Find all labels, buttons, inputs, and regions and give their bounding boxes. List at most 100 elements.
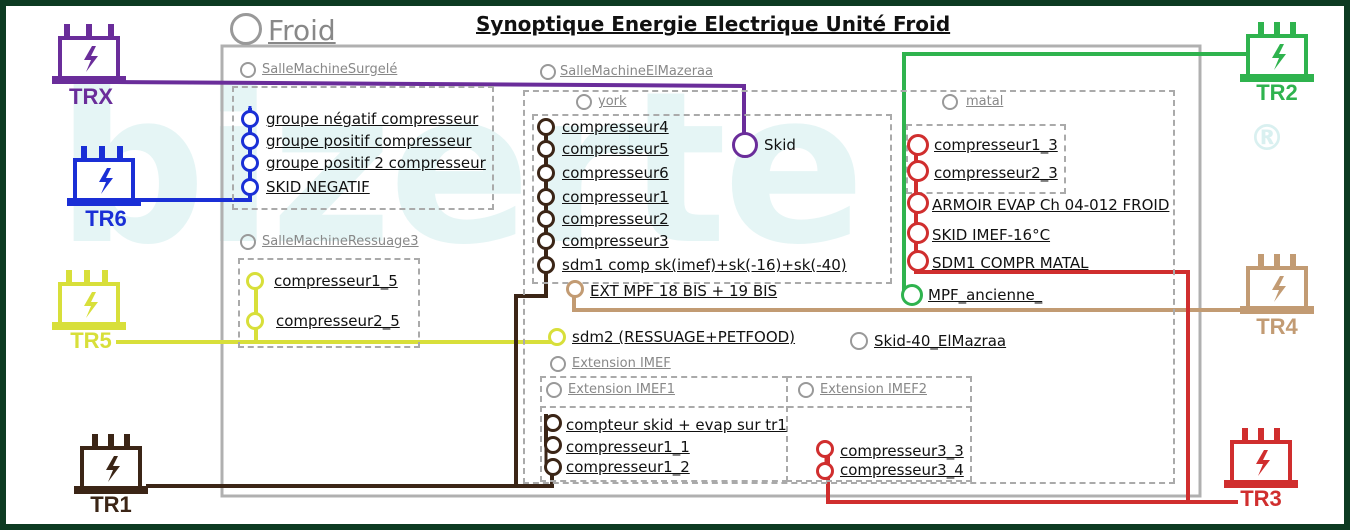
surgele-item[interactable]: groupe négatif compresseur xyxy=(266,110,479,128)
york-item[interactable]: compresseur3 xyxy=(562,232,669,250)
matal-label[interactable]: matal xyxy=(966,94,1004,109)
surgele-item[interactable]: SKID NEGATIF xyxy=(266,178,370,196)
york-item[interactable]: sdm1 comp sk(imef)+sk(-16)+sk(-40) xyxy=(562,256,847,274)
extension2-node[interactable] xyxy=(816,440,834,458)
york-node[interactable] xyxy=(537,232,555,250)
york-item[interactable]: compresseur4 xyxy=(562,118,669,136)
matal-node[interactable] xyxy=(907,250,929,272)
froid-status-icon[interactable] xyxy=(230,13,262,45)
extension1-label[interactable]: Extension IMEF1 xyxy=(568,382,675,397)
surgele-node[interactable] xyxy=(241,154,259,172)
matal-item[interactable]: compresseur2_3 xyxy=(934,164,1058,182)
tr5-transformer[interactable]: TR5 xyxy=(46,266,136,356)
skid40-label[interactable]: Skid-40_ElMazraa xyxy=(874,332,1007,350)
extension2-item[interactable]: compresseur3_3 xyxy=(840,442,964,460)
york-item[interactable]: compresseur1 xyxy=(562,188,669,206)
registered-mark: ® xyxy=(1249,118,1285,159)
york-node[interactable] xyxy=(537,164,555,182)
ressuage-box xyxy=(238,258,420,348)
extension2-node[interactable] xyxy=(816,462,834,480)
surgele-node[interactable] xyxy=(241,178,259,196)
matal-inner-box xyxy=(906,124,1066,194)
tr3-label: TR3 xyxy=(1240,486,1282,511)
surgele-node[interactable] xyxy=(241,132,259,150)
tr1-wire xyxy=(146,466,554,488)
york-node[interactable] xyxy=(537,140,555,158)
matal-status-icon[interactable] xyxy=(942,94,958,110)
tr4-transformer[interactable]: TR4 xyxy=(1232,252,1322,342)
york-node[interactable] xyxy=(537,118,555,136)
skid40-status-icon[interactable] xyxy=(850,332,868,350)
extension1-item[interactable]: compteur skid + evap sur tr1 xyxy=(566,416,787,434)
froid-root-label[interactable]: Froid xyxy=(268,14,336,47)
transformer-icon xyxy=(1224,428,1298,488)
surgele-status-icon[interactable] xyxy=(240,62,256,78)
extension2-box xyxy=(786,376,972,482)
extension-status-icon[interactable] xyxy=(550,356,566,372)
tr4-label: TR4 xyxy=(1256,314,1298,339)
sdm2-label[interactable]: sdm2 (RESSUAGE+PETFOOD) xyxy=(572,328,796,346)
ext-mpf-label[interactable]: EXT MPF 18 BIS + 19 BIS xyxy=(590,282,778,300)
mpf-ancienne-label[interactable]: MPF_ancienne_ xyxy=(928,286,1043,304)
tr3-transformer[interactable]: TR3 xyxy=(1216,426,1306,518)
transformer-icon xyxy=(74,434,148,494)
matal-item[interactable]: SKID IMEF-16°C xyxy=(932,226,1051,244)
skid-label[interactable]: Skid xyxy=(764,136,796,154)
matal-node[interactable] xyxy=(907,160,929,182)
matal-item[interactable]: compresseur1_3 xyxy=(934,136,1058,154)
tr2-label: TR2 xyxy=(1256,80,1298,105)
york-item[interactable]: compresseur2 xyxy=(562,210,669,228)
extension1-node[interactable] xyxy=(544,436,562,454)
ressuage-item[interactable]: compresseur1_5 xyxy=(274,272,398,290)
synoptic-canvas: bizerte ® Froid Synoptique Energie Elect… xyxy=(6,6,1344,524)
matal-item[interactable]: SDM1 COMPR MATAL xyxy=(932,254,1089,272)
extension1-status-icon[interactable] xyxy=(546,382,562,398)
elmazeraa-status-icon[interactable] xyxy=(540,64,556,80)
transformer-icon xyxy=(52,270,126,330)
york-item[interactable]: compresseur5 xyxy=(562,140,669,158)
transformer-icon xyxy=(67,146,141,206)
extension2-status-icon[interactable] xyxy=(798,382,814,398)
ressuage-status-icon[interactable] xyxy=(240,234,256,250)
york-status-icon[interactable] xyxy=(576,94,592,110)
matal-node[interactable] xyxy=(907,192,929,214)
surgele-label[interactable]: SalleMachineSurgelé xyxy=(262,62,398,77)
trx-transformer[interactable]: TRX xyxy=(46,20,136,110)
york-node[interactable] xyxy=(537,188,555,206)
tr1-transformer[interactable]: TR1 xyxy=(66,432,156,524)
extension1-item[interactable]: compresseur1_2 xyxy=(566,458,690,476)
ext-mpf-node[interactable] xyxy=(566,280,584,298)
surgele-item[interactable]: groupe positif 2 compresseur xyxy=(266,154,486,172)
extension1-node[interactable] xyxy=(544,458,562,476)
extension1-item[interactable]: compresseur1_1 xyxy=(566,438,690,456)
matal-node[interactable] xyxy=(907,222,929,244)
surgele-node[interactable] xyxy=(241,110,259,128)
tr6-label: TR6 xyxy=(85,206,127,231)
transformer-icon xyxy=(52,24,126,84)
york-item[interactable]: compresseur6 xyxy=(562,164,669,182)
surgele-item[interactable]: groupe positif compresseur xyxy=(266,132,472,150)
extension2-item[interactable]: compresseur3_4 xyxy=(840,461,964,479)
skid-node[interactable] xyxy=(732,132,758,158)
ressuage-node[interactable] xyxy=(246,272,264,290)
sdm2-node[interactable] xyxy=(548,328,566,346)
matal-item[interactable]: ARMOIR EVAP Ch 04-012 FROID xyxy=(932,196,1170,214)
extension-label[interactable]: Extension IMEF xyxy=(572,356,671,371)
elmazeraa-label[interactable]: SalleMachineElMazeraa xyxy=(560,64,713,79)
ressuage-node[interactable] xyxy=(246,312,264,330)
york-node[interactable] xyxy=(537,256,555,274)
extension2-label[interactable]: Extension IMEF2 xyxy=(820,382,927,397)
tr6-transformer[interactable]: TR6 xyxy=(61,142,151,232)
ressuage-label[interactable]: SalleMachineRessuage3 xyxy=(262,234,419,249)
extension1-node[interactable] xyxy=(544,414,562,432)
mpf-ancienne-node[interactable] xyxy=(901,284,923,306)
matal-node[interactable] xyxy=(907,134,929,156)
tr2-transformer[interactable]: TR2 xyxy=(1232,20,1322,110)
page-title: Synoptique Energie Electrique Unité Froi… xyxy=(476,12,951,36)
extension-divider xyxy=(540,406,972,408)
york-node[interactable] xyxy=(537,210,555,228)
ressuage-item[interactable]: compresseur2_5 xyxy=(276,312,400,330)
york-label[interactable]: york xyxy=(598,94,627,109)
tr2-wire xyxy=(902,52,1256,294)
tr1-label: TR1 xyxy=(90,492,132,517)
